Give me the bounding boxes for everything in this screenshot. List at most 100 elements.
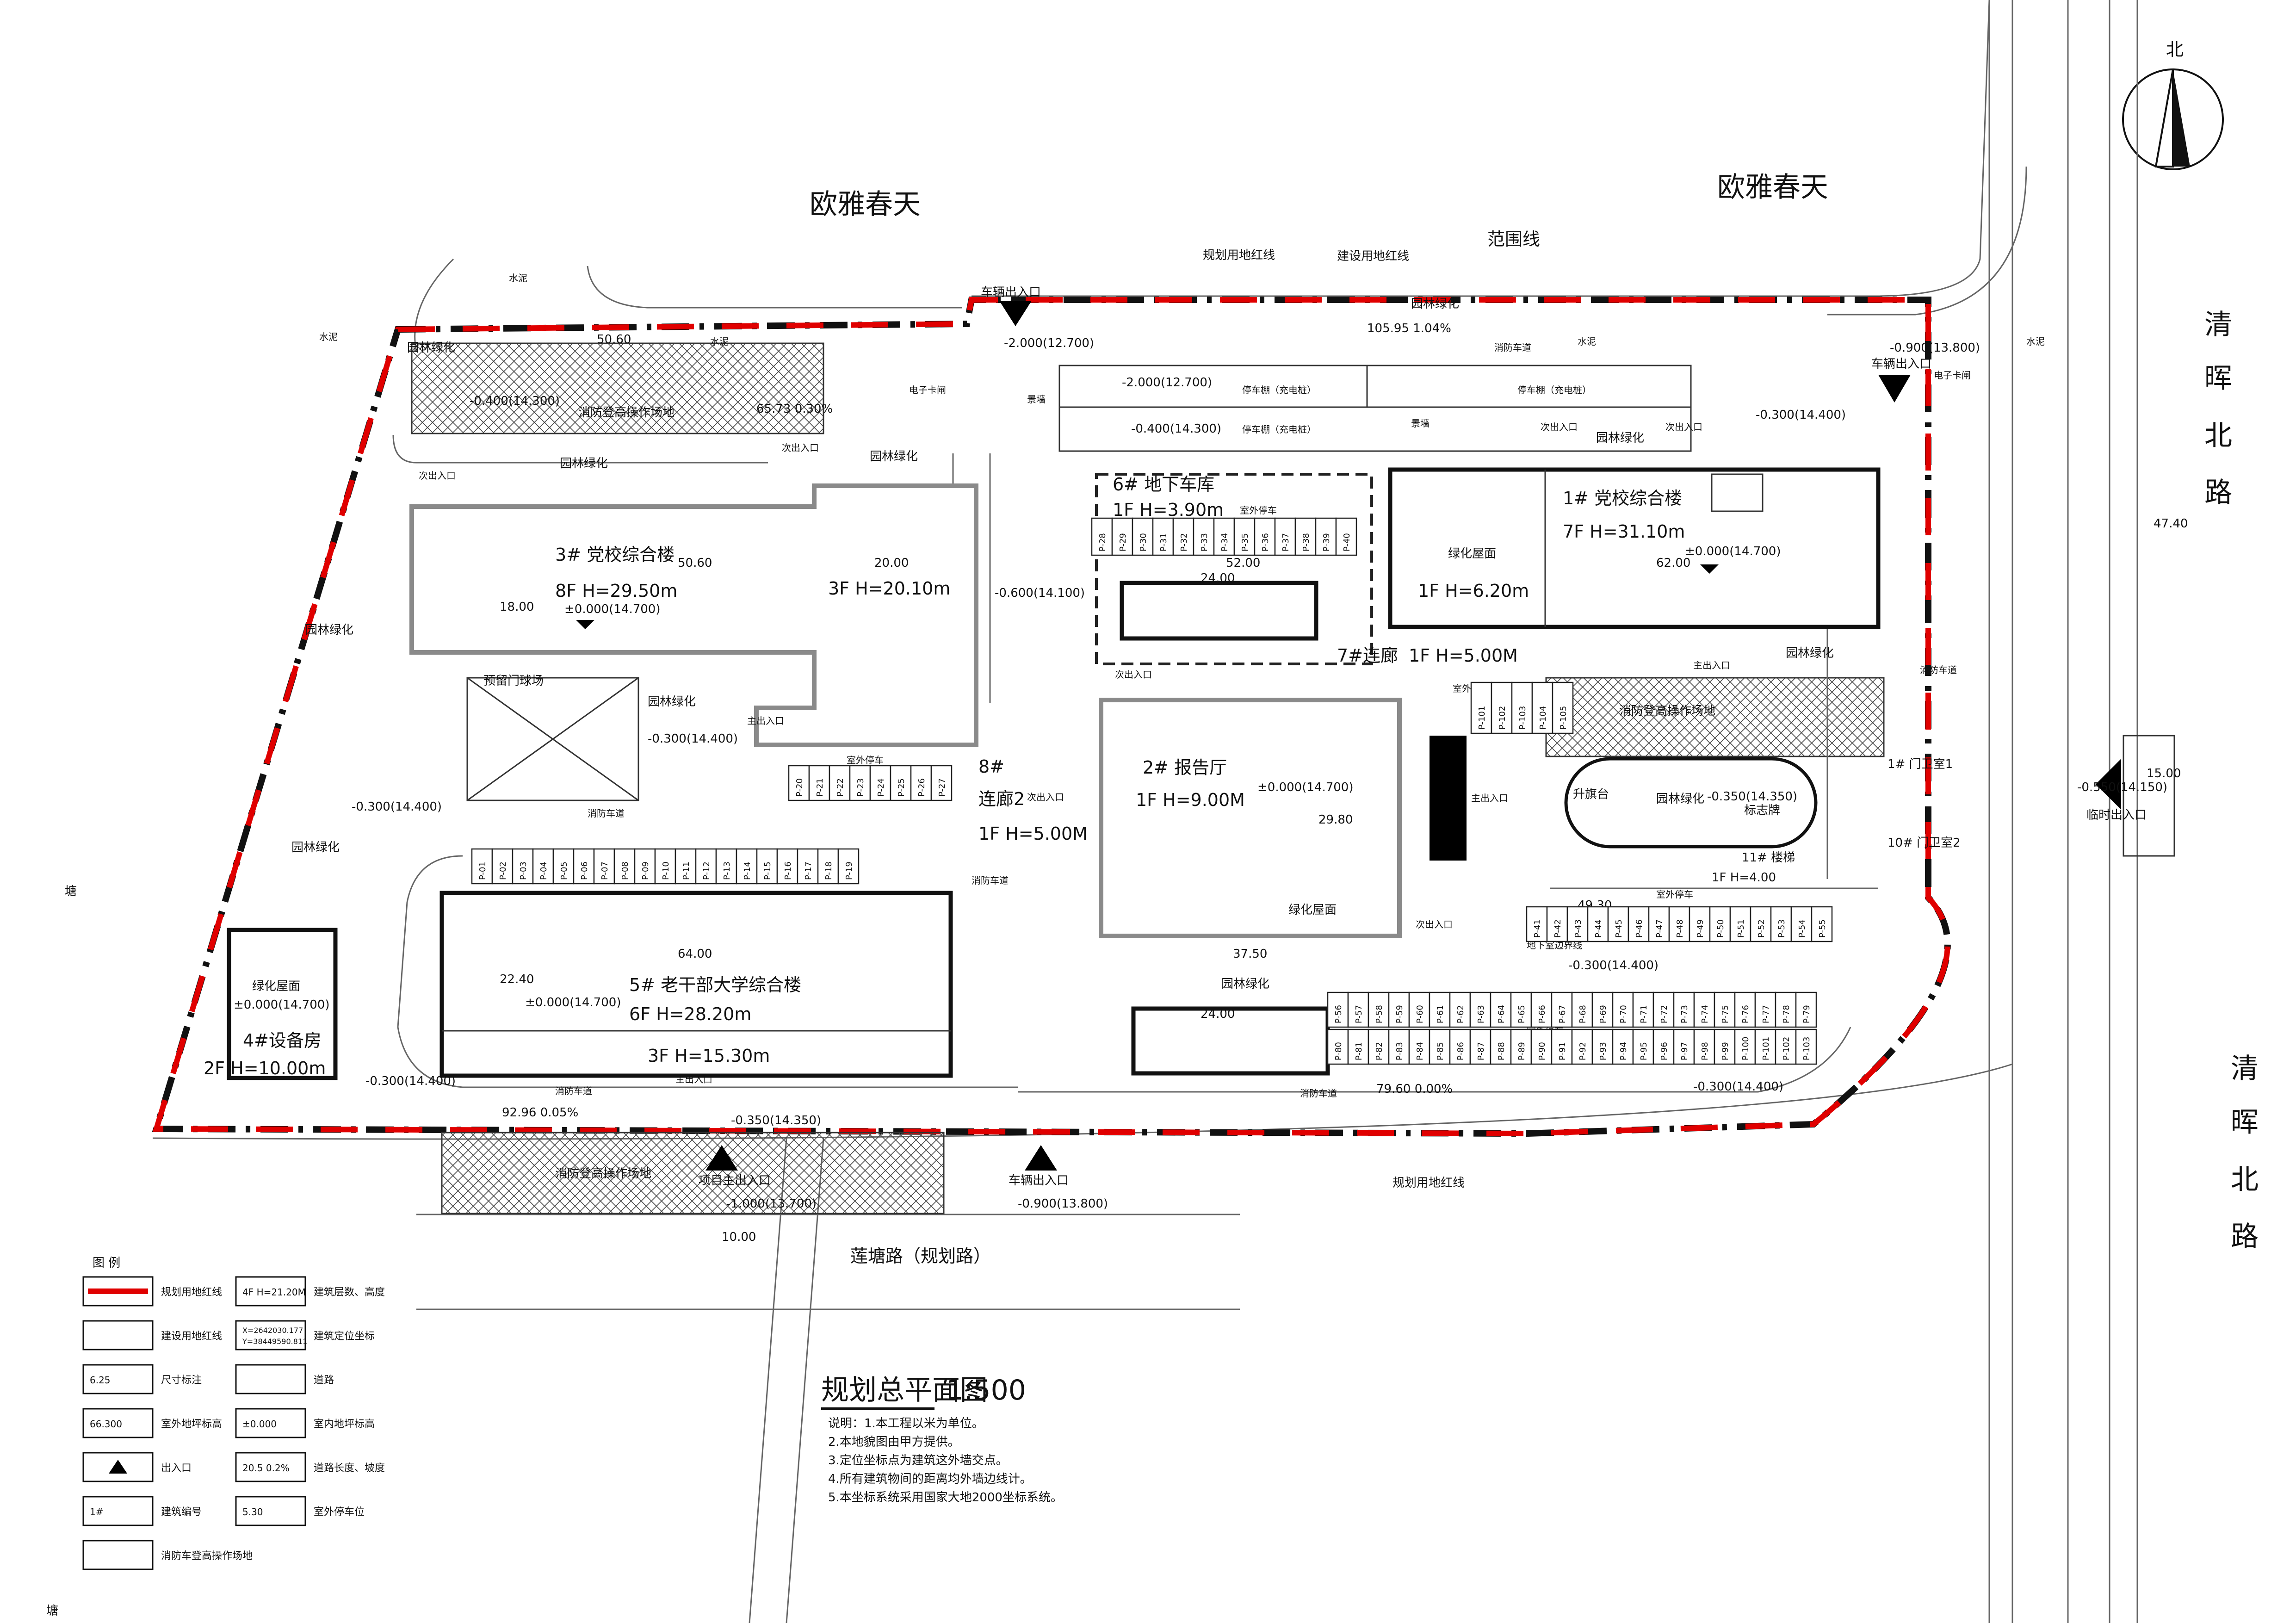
- parking-stall: [837, 848, 860, 885]
- parking-stall-label: P-50: [1716, 919, 1726, 938]
- legend-sample-text: 4F H=21.20M: [242, 1287, 306, 1298]
- svg-text:4.所有建筑物间的距离均外墙边线计。: 4.所有建筑物间的距离均外墙边线计。: [828, 1472, 1032, 1486]
- parking-stall: [817, 848, 839, 885]
- parking-stall-label: P-61: [1436, 1005, 1445, 1023]
- svg-text:晖: 晖: [2231, 1106, 2259, 1139]
- parking-stall-label: P-17: [804, 861, 813, 880]
- svg-text:-0.300(14.400): -0.300(14.400): [352, 800, 442, 814]
- parking-stall: [1368, 1028, 1390, 1065]
- parking-stall-label: P-80: [1334, 1042, 1343, 1060]
- svg-text:园林绿化: 园林绿化: [1221, 977, 1269, 991]
- entrance-north: 车辆出入口 -2.000(12.700): [981, 285, 1094, 350]
- notes: 说明：1.本工程以米为单位。 2.本地貌图由甲方提供。 3.定位坐标点为建筑这外…: [828, 1417, 1063, 1505]
- parking-stall-label: P-58: [1374, 1005, 1384, 1023]
- svg-text:绿化屋面: 绿化屋面: [252, 979, 300, 993]
- svg-text:50.60: 50.60: [678, 556, 712, 570]
- legend-sample: [235, 1408, 306, 1438]
- east-road: [1827, 0, 2138, 1623]
- svg-text:说明：1.本工程以米为单位。: 说明：1.本工程以米为单位。: [828, 1417, 984, 1431]
- svg-text:10# 门卫室2: 10# 门卫室2: [1888, 836, 1961, 850]
- parking-stall-label: P-01: [478, 861, 488, 880]
- svg-text:-0.350(14.350): -0.350(14.350): [1707, 790, 1797, 804]
- south-road-name: 莲塘路（规划路）: [850, 1246, 991, 1266]
- building-6-garage: [1095, 473, 1373, 665]
- parking-stall-label: P-46: [1634, 919, 1644, 938]
- legend-sample-text: ±0.000: [242, 1419, 277, 1430]
- parking-stall-label: P-104: [1538, 706, 1548, 730]
- parking-stall-label: P-22: [835, 778, 845, 797]
- svg-text:2# 报告厅: 2# 报告厅: [1143, 757, 1227, 778]
- parking-stall: [1790, 906, 1813, 942]
- svg-text:22.40: 22.40: [500, 973, 534, 986]
- parking-stall-label: P-09: [641, 861, 650, 880]
- parking-stall-label: P-28: [1098, 533, 1108, 551]
- svg-text:园林绿化: 园林绿化: [305, 623, 353, 637]
- parking-stall: [1673, 1028, 1695, 1065]
- parking-stall-label: P-30: [1139, 533, 1148, 551]
- parking-stall: [1775, 1028, 1797, 1065]
- parking-stall: [613, 848, 636, 885]
- svg-text:升旗台: 升旗台: [1573, 787, 1609, 801]
- parking-stall-label: P-85: [1436, 1042, 1445, 1060]
- svg-text:北: 北: [2231, 1164, 2259, 1196]
- parking-stall: [1591, 991, 1614, 1028]
- svg-text:62.00: 62.00: [1656, 556, 1690, 570]
- parking-stall-label: P-63: [1476, 1005, 1486, 1023]
- parking-stall-label: P-74: [1700, 1005, 1710, 1023]
- svg-text:10.00: 10.00: [722, 1230, 756, 1244]
- svg-text:3.定位坐标点为建筑这外墙交点。: 3.定位坐标点为建筑这外墙交点。: [828, 1454, 1008, 1468]
- parking-stall-label: P-48: [1675, 919, 1685, 938]
- svg-text:-0.900(13.800): -0.900(13.800): [1018, 1197, 1108, 1211]
- parking-stall: [1587, 906, 1609, 942]
- parking-stall-label: P-56: [1334, 1005, 1343, 1023]
- legend-label: 道路: [314, 1375, 334, 1386]
- parking-stall-label: P-34: [1220, 533, 1230, 551]
- parking-stall: [1693, 991, 1715, 1028]
- parking-stall-label: P-75: [1720, 1005, 1730, 1023]
- parking-stall-label: P-72: [1659, 1005, 1669, 1023]
- svg-text:园林绿化: 园林绿化: [407, 341, 455, 355]
- svg-text:绿化屋面: 绿化屋面: [1448, 547, 1496, 561]
- parking-stall: [930, 765, 953, 801]
- svg-text:次出入口: 次出入口: [1115, 669, 1152, 680]
- building-5: [439, 891, 953, 1078]
- parking-stall: [1491, 681, 1513, 734]
- svg-text:园林绿化: 园林绿化: [1596, 431, 1644, 445]
- svg-text:105.95 1.04%: 105.95 1.04%: [1367, 322, 1451, 335]
- svg-text:24.00: 24.00: [1201, 1007, 1235, 1021]
- svg-text:50.60: 50.60: [597, 333, 631, 347]
- svg-text:停车棚（充电桩）: 停车棚（充电桩）: [1242, 384, 1316, 396]
- svg-text:消防车道: 消防车道: [1494, 342, 1531, 353]
- parking-stall: [1795, 991, 1817, 1028]
- entrance-south-main: 项目主出入口 -1.000(13.700) 10.00: [699, 1145, 817, 1244]
- svg-text:电子卡闸: 电子卡闸: [1934, 370, 1971, 381]
- fire-site-north: [411, 342, 824, 434]
- legend-sample-text: 20.5 0.2%: [242, 1462, 290, 1474]
- parking-stall-label: P-73: [1680, 1005, 1690, 1023]
- legend-label: 建筑定位坐标: [314, 1331, 375, 1342]
- parking-stall-label: P-47: [1655, 919, 1665, 938]
- stage-block: [1430, 736, 1467, 861]
- parking-stall: [1632, 991, 1654, 1028]
- svg-text:-0.400(14.300): -0.400(14.300): [1131, 422, 1221, 436]
- parking-stall: [1315, 517, 1337, 556]
- parking-stall-label: P-05: [559, 861, 569, 880]
- estate-label-left: 欧雅春天: [810, 188, 921, 221]
- parking-stall: [471, 848, 493, 885]
- svg-text:8#: 8#: [978, 756, 1004, 777]
- svg-text:3F H=15.30m: 3F H=15.30m: [648, 1046, 770, 1066]
- building-4: [227, 928, 338, 1080]
- svg-text:主出入口: 主出入口: [1471, 793, 1508, 804]
- parking-stall: [695, 848, 717, 885]
- legend-label: 道路长度、坡度: [314, 1462, 385, 1474]
- svg-text:次出入口: 次出入口: [1416, 919, 1453, 930]
- svg-text:消防登高操作场地: 消防登高操作场地: [578, 406, 675, 420]
- svg-text:1:500: 1:500: [946, 1374, 1026, 1406]
- parking-stall-label: P-25: [897, 778, 906, 797]
- parking-stall: [1546, 906, 1568, 942]
- svg-text:±0.000(14.700): ±0.000(14.700): [1257, 781, 1353, 794]
- svg-text:7#连廊: 7#连廊: [1337, 645, 1398, 666]
